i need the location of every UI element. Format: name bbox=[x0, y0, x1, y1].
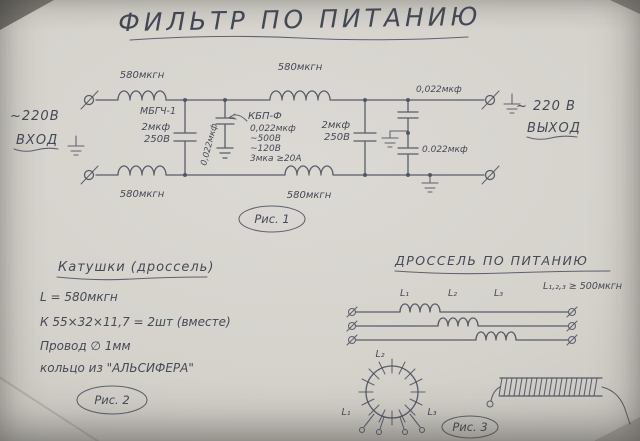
note-voltage2-label: ~120В bbox=[250, 144, 281, 154]
title-underline bbox=[129, 35, 469, 41]
toroid-drawing: L₂ L₁ L₃ bbox=[341, 349, 437, 436]
note-value-label: 0,022мкф bbox=[250, 124, 296, 134]
choke-wire-2 bbox=[355, 317, 569, 327]
capacitor-1-value-label: 2мкф bbox=[142, 122, 171, 133]
output-label-underline bbox=[526, 135, 578, 140]
capacitor-4-bottom-value-label: 0.022мкф bbox=[422, 145, 468, 155]
output-label: ВЫХОД bbox=[527, 121, 581, 136]
input-voltage-label: ~220В bbox=[10, 109, 60, 124]
choke-right-terminals bbox=[566, 306, 578, 346]
toroid-l2-label: L₂ bbox=[375, 349, 384, 360]
capacitor-branch-3 bbox=[353, 99, 377, 176]
coil-notes-section: Катушки (дроссель) L = 580мкгн К 55×32×1… bbox=[40, 260, 231, 415]
figure-2-ellipse bbox=[76, 385, 148, 415]
solenoid-winding-hatch bbox=[498, 377, 598, 397]
mains-filter-circuit: ~220В ВХОД ~ 220 В ВЫХОД 580мкгн 580мкгн… bbox=[10, 62, 581, 233]
choke-left-terminals bbox=[346, 306, 358, 346]
capacitor-3-value-label: 2мкф bbox=[322, 120, 351, 131]
inductor-label-top-left: 580мкгн bbox=[120, 70, 165, 81]
feedthrough-capacitor-note: КБП-Ф 0,022мкф ~500В ~120В 3мка ≥20А bbox=[248, 111, 301, 164]
capacitor-2-value-label: 0,022мкф bbox=[199, 123, 220, 167]
note-type-label: КБП-Ф bbox=[248, 111, 282, 122]
inductor-label-bottom-left: 580мкгн bbox=[120, 189, 165, 200]
choke-coil1-label: L₁ bbox=[400, 288, 409, 299]
figure-1-ellipse bbox=[238, 205, 306, 233]
capacitor-branch-1 bbox=[173, 99, 197, 176]
input-label-underline bbox=[13, 147, 59, 152]
coil-notes-heading: Катушки (дроссель) bbox=[58, 260, 214, 275]
capacitor-4-top-value-label: 0,022мкф bbox=[416, 85, 462, 95]
inductor-label-bottom-right: 580мкгн bbox=[287, 190, 332, 201]
choke-spec-label: L₁,₂,₃ ≥ 500мкгн bbox=[543, 281, 622, 292]
toroid-leads bbox=[363, 413, 421, 430]
choke-coil3-label: L₃ bbox=[494, 288, 503, 299]
coil-core-line: К 55×32×11,7 = 2шт (вместе) bbox=[40, 315, 231, 329]
toroid-l1-label: L₁ bbox=[341, 407, 350, 418]
input-ground bbox=[67, 135, 85, 156]
capacitor-branch-2-with-ground bbox=[215, 99, 235, 159]
coil-inductance-line: L = 580мкгн bbox=[40, 290, 118, 304]
solenoid-right-lead bbox=[601, 386, 631, 425]
figure-1-label: Рис. 1 bbox=[254, 212, 289, 226]
figure-2-label: Рис. 2 bbox=[94, 393, 129, 407]
note-current-label: 3мка ≥20А bbox=[250, 154, 301, 164]
coil-wire-line: Провод ∅ 1мм bbox=[40, 339, 131, 353]
input-terminal-bottom bbox=[80, 165, 99, 185]
output-ground bbox=[503, 93, 521, 114]
figure-3-ellipse bbox=[441, 415, 499, 439]
mains-choke-section: ДРОССЕЛЬ ПО ПИТАНИЮ L₁ L₂ L₃ L₁,₂,₃ ≥ 50… bbox=[341, 253, 631, 439]
input-terminal-top bbox=[80, 90, 99, 110]
coil-notes-underline bbox=[56, 276, 208, 281]
choke-heading-underline bbox=[394, 270, 611, 275]
toroid-winding-ticks bbox=[358, 358, 426, 426]
top-rail-with-inductors bbox=[95, 90, 485, 101]
capacitor-1-type-label: МБГЧ-1 bbox=[140, 106, 176, 117]
note-voltage1-label: ~500В bbox=[250, 134, 281, 144]
coil-ring-line: кольцо из "АЛЬСИФЕРА" bbox=[40, 361, 194, 375]
figure-3-label: Рис. 3 bbox=[452, 420, 487, 434]
output-terminal-bottom bbox=[481, 165, 500, 185]
capacitor-1-voltage-label: 250В bbox=[144, 134, 170, 145]
junction-dots bbox=[183, 98, 432, 177]
solenoid-drawing bbox=[486, 377, 631, 425]
output-terminal-top bbox=[481, 90, 500, 110]
capacitor-3-voltage-label: 250В bbox=[324, 132, 350, 143]
choke-heading: ДРОССЕЛЬ ПО ПИТАНИЮ bbox=[394, 253, 588, 268]
choke-wire-3 bbox=[355, 331, 569, 341]
bottom-rail-with-inductors bbox=[95, 165, 485, 176]
choke-coil2-label: L₂ bbox=[448, 288, 457, 299]
toroid-l3-label: L₃ bbox=[427, 407, 436, 418]
output-voltage-label: ~ 220 В bbox=[516, 99, 576, 114]
branch-4-midpoint-ground bbox=[381, 130, 409, 148]
page-title: ФИЛЬТР ПО ПИТАНИЮ bbox=[118, 2, 482, 37]
choke-wire-1 bbox=[355, 303, 569, 313]
input-label: ВХОД bbox=[16, 133, 58, 148]
capacitor-branch-4-double bbox=[397, 99, 419, 176]
solenoid-left-lead bbox=[490, 386, 501, 402]
inductor-label-top-right: 580мкгн bbox=[278, 62, 323, 73]
note-arrow bbox=[228, 113, 248, 122]
bottom-rail-ground bbox=[421, 174, 439, 193]
